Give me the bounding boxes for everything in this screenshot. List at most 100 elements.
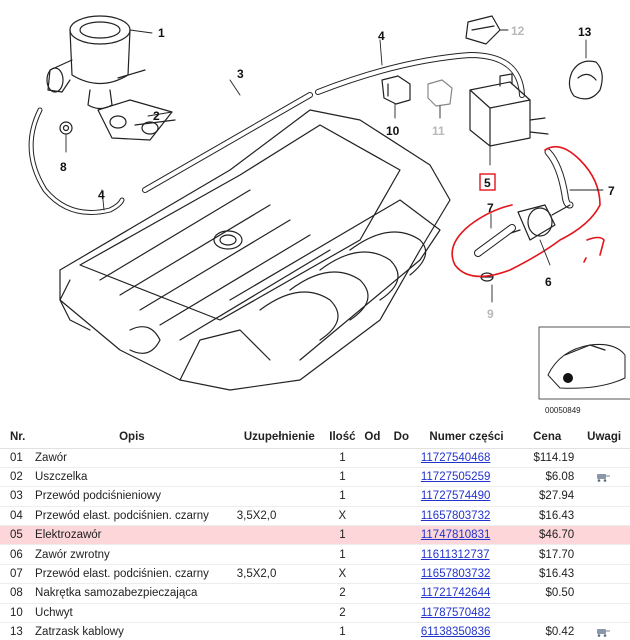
cell-qty: 2 [325, 583, 359, 604]
callout-5: 5 [484, 176, 491, 190]
cell-part-number: 11727505259 [416, 467, 517, 488]
cell-qty: 1 [325, 467, 359, 488]
cell-from [358, 506, 386, 527]
cell-to [385, 448, 417, 468]
cell-name: Zatrzask kablowy [31, 622, 233, 640]
header-part-number: Numer części [416, 426, 517, 449]
header-price: Cena [516, 426, 579, 449]
cell-qty: 1 [325, 525, 359, 546]
cell-notes [578, 583, 630, 604]
cell-qty: 1 [325, 448, 359, 468]
cell-nr: 05 [0, 525, 32, 546]
cell-nr: 07 [0, 564, 32, 585]
callout-4-top: 4 [378, 29, 385, 43]
cell-qty: X [325, 564, 359, 585]
cell-nr: 03 [0, 486, 32, 507]
callout-5-red-box [479, 173, 496, 191]
cell-notes [578, 603, 630, 624]
cell-part-number: 11657803732 [416, 506, 517, 527]
cell-supplement [232, 583, 326, 604]
cell-price: $27.94 [516, 486, 579, 507]
cell-part-number: 11727540468 [416, 448, 517, 468]
table-header-row: Nr. Opis Uzupełnienie Ilość Od Do Numer … [0, 426, 630, 449]
cell-supplement [232, 486, 326, 507]
cell-to [385, 486, 417, 507]
cell-name: Uszczelka [31, 467, 233, 488]
part-number-link[interactable]: 11727540468 [420, 451, 491, 464]
cell-part-number: 11787570482 [416, 603, 517, 624]
cell-from [358, 564, 386, 585]
engine-block [59, 109, 451, 391]
callout-13: 13 [578, 25, 592, 39]
hose-part-7-small [474, 224, 516, 257]
part-number-link[interactable]: 11721742644 [420, 587, 491, 600]
cell-supplement [232, 525, 326, 546]
callout-11: 11 [432, 124, 445, 138]
cell-notes [578, 544, 630, 565]
cell-name: Przewód elast. podciśnien. czarny [31, 506, 233, 527]
part-number-link[interactable]: 11747810831 [420, 529, 491, 542]
cell-supplement: 3,5X2,0 [232, 506, 326, 527]
cell-supplement [232, 622, 326, 640]
gasket-part-2 [97, 99, 176, 141]
part-number-link[interactable]: 11727574490 [420, 490, 491, 503]
cell-name: Zawór [31, 448, 233, 468]
diagram-code: 00050849 [545, 406, 581, 415]
cell-price: $16.43 [516, 506, 579, 527]
part-number-link[interactable]: 11787570482 [420, 606, 491, 619]
cell-price: $46.70 [516, 525, 579, 546]
part-number-link[interactable]: 11727505259 [420, 471, 491, 484]
header-qty: Ilość [325, 426, 359, 449]
cell-from [358, 467, 386, 488]
cell-supplement [232, 467, 326, 488]
cell-nr: 13 [0, 622, 32, 640]
cell-from [358, 622, 386, 640]
cell-name: Zawór zwrotny [31, 544, 233, 565]
cell-nr: 10 [0, 603, 32, 624]
cell-name: Przewód podciśnieniowy [31, 486, 233, 507]
solenoid-valve-part-5 [469, 73, 549, 147]
header-to: Do [385, 426, 417, 449]
cell-nr: 02 [0, 467, 32, 488]
callout-2: 2 [153, 109, 160, 123]
cell-notes [578, 564, 630, 585]
cell-part-number: 11657803732 [416, 564, 517, 585]
cell-name: Elektrozawór [31, 525, 233, 546]
cell-to [385, 622, 417, 640]
cell-notes [578, 448, 630, 468]
vehicle-inset-thumbnail [538, 326, 630, 400]
cell-from [358, 448, 386, 468]
cell-to [385, 506, 417, 527]
nut-part-8 [59, 121, 73, 135]
cell-price: $0.50 [516, 583, 579, 604]
cable-clip-part-13 [568, 60, 603, 100]
callout-10: 10 [386, 124, 400, 138]
cart-icon[interactable] [596, 473, 612, 482]
cell-to [385, 564, 417, 585]
cell-supplement [232, 448, 326, 468]
cell-part-number: 11747810831 [416, 525, 517, 546]
exploded-parts-diagram: 1 2 3 4 4 5 6 7 7 8 9 10 11 12 13 000508… [28, 15, 630, 415]
cell-part-number: 11721742644 [416, 583, 517, 604]
clip-part-12 [465, 15, 501, 45]
cell-nr: 04 [0, 506, 32, 527]
cart-icon[interactable] [596, 628, 612, 637]
part-number-link[interactable]: 61138350836 [420, 626, 491, 639]
part-number-link[interactable]: 11657803732 [420, 568, 491, 581]
cell-price [516, 603, 579, 624]
callout-4-left: 4 [98, 188, 105, 202]
callout-7-left: 7 [487, 201, 494, 215]
part-number-link[interactable]: 11611312737 [420, 548, 490, 561]
cell-to [385, 467, 417, 488]
cell-part-number: 11611312737 [416, 544, 517, 565]
bracket-part-11 [427, 79, 453, 107]
part-number-link[interactable]: 11657803732 [420, 509, 491, 522]
